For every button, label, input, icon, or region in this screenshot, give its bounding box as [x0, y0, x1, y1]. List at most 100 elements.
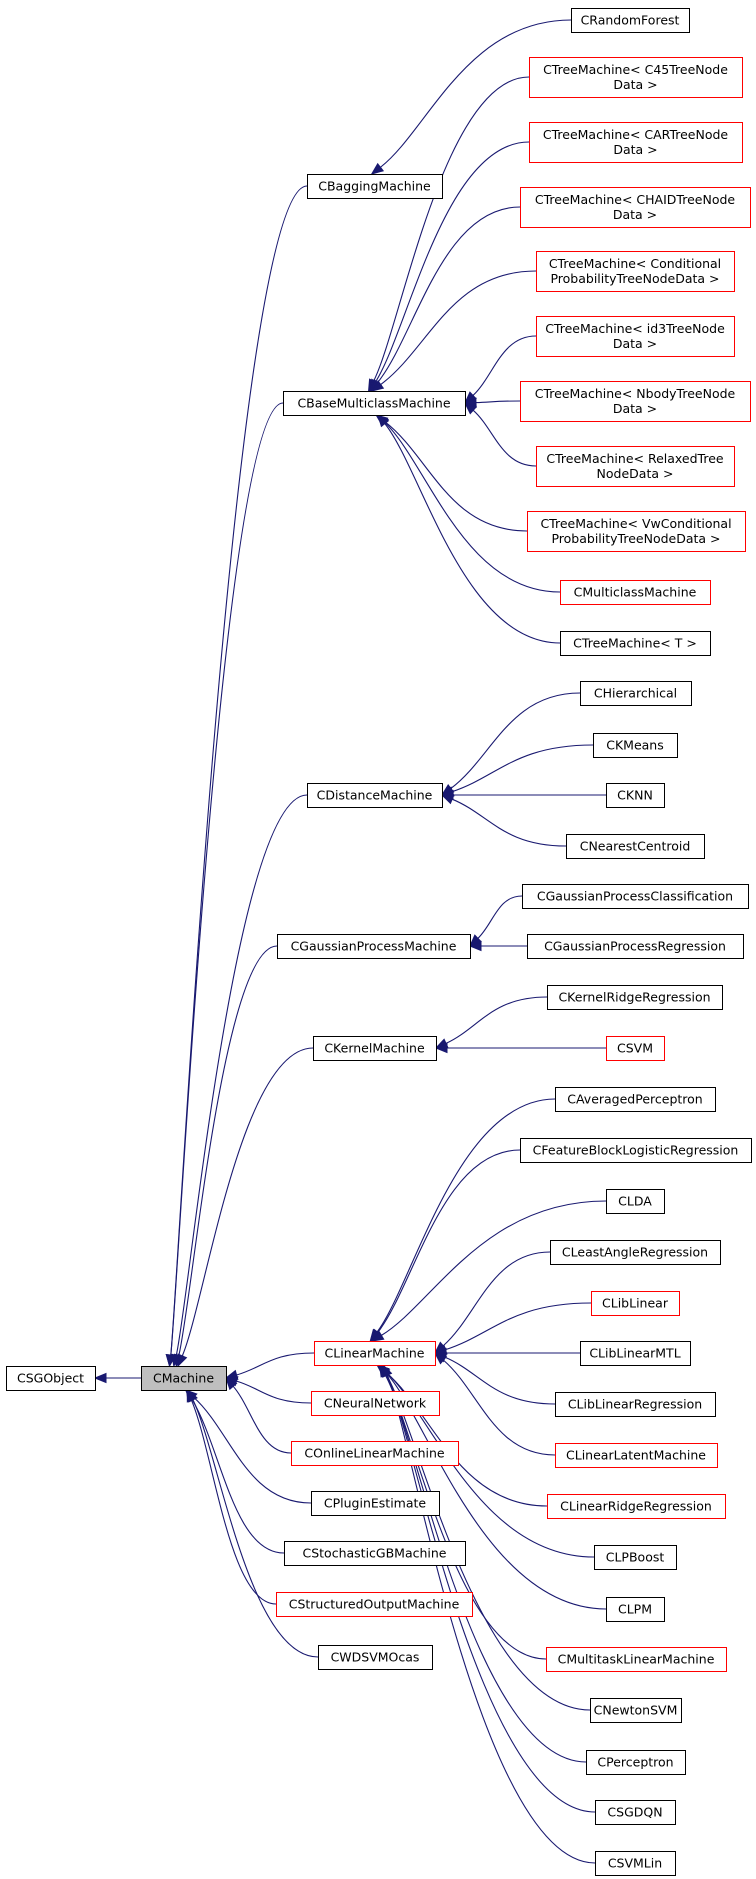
arrowhead [468, 940, 482, 952]
class-node-cpluginestimate[interactable]: CPluginEstimate [311, 1491, 440, 1516]
class-node-cmulticlassmachine[interactable]: CMulticlassMachine [560, 580, 711, 605]
class-node-csgobject[interactable]: CSGObject [6, 1366, 96, 1391]
inheritance-arrow [381, 1363, 596, 1813]
edge-line [442, 1251, 551, 1347]
class-node-tm_conditional[interactable]: CTreeMachine< ConditionalProbabilityTree… [536, 251, 735, 292]
class-node-label: CStructuredOutputMachine [289, 1597, 460, 1612]
edge-line [375, 141, 530, 383]
class-node-label: CKNN [617, 788, 653, 803]
class-node-label: CLinearRidgeRegression [560, 1499, 712, 1514]
class-node-cknn[interactable]: CKNN [606, 783, 665, 808]
class-node-csgdqn[interactable]: CSGDQN [595, 1800, 676, 1825]
class-node-box [555, 1443, 718, 1468]
class-node-csvm[interactable]: CSVM [606, 1036, 665, 1061]
inheritance-arrow [434, 1251, 551, 1354]
class-node-ctreemachine_t[interactable]: CTreeMachine< T > [560, 631, 711, 656]
class-node-ckernelmachine[interactable]: CKernelMachine [313, 1036, 437, 1061]
inheritance-arrow [173, 945, 278, 1368]
class-node-cmultitasklinearmachine[interactable]: CMultitaskLinearMachine [546, 1647, 727, 1672]
class-node-label: CKMeans [606, 738, 664, 753]
class-node-label: CPluginEstimate [324, 1496, 427, 1511]
class-node-cmachine[interactable]: CMachine [141, 1366, 227, 1391]
class-node-cliblinear[interactable]: CLibLinear [591, 1291, 680, 1316]
class-node-label: Data > [613, 336, 657, 351]
class-node-label: CMulticlassMachine [574, 585, 697, 600]
edge-line [380, 270, 537, 385]
class-node-label: CTreeMachine< VwConditional [540, 516, 731, 531]
class-node-cnewtonsvm[interactable]: CNewtonSVM [590, 1698, 682, 1723]
edge-line [472, 409, 537, 467]
class-node-box [307, 174, 443, 199]
class-node-cneuralnetwork[interactable]: CNeuralNetwork [311, 1391, 440, 1416]
class-node-cgpregression[interactable]: CGaussianProcessRegression [527, 934, 744, 959]
inheritance-arrow [370, 270, 537, 392]
class-node-conlinelinearmachine[interactable]: COnlineLinearMachine [291, 1441, 459, 1466]
class-node-box [529, 122, 743, 163]
class-node-box [546, 1647, 727, 1672]
class-node-cliblinearmtl[interactable]: CLibLinearMTL [580, 1341, 691, 1366]
class-node-cstochasticgbmachine[interactable]: CStochasticGBMachine [284, 1541, 466, 1566]
class-node-label: CLeastAngleRegression [562, 1245, 708, 1260]
class-node-cbaggingmachine[interactable]: CBaggingMachine [307, 174, 443, 199]
class-node-crandomforest[interactable]: CRandomForest [571, 8, 690, 33]
class-node-cwdsvmocas[interactable]: CWDSVMOcas [318, 1645, 433, 1670]
class-node-label: CTreeMachine< Conditional [549, 256, 721, 271]
class-node-tm_vwconditional[interactable]: CTreeMachine< VwConditionalProbabilityTr… [527, 511, 746, 552]
class-node-cstructuredoutputmachine[interactable]: CStructuredOutputMachine [276, 1592, 473, 1617]
class-node-box [141, 1366, 227, 1391]
class-node-box [560, 580, 711, 605]
class-node-clinearridgeregression[interactable]: CLinearRidgeRegression [547, 1494, 726, 1519]
class-node-clpboost[interactable]: CLPBoost [594, 1545, 677, 1570]
class-node-box [555, 1392, 716, 1417]
class-node-box [606, 1036, 665, 1061]
class-node-label: CGaussianProcessClassification [537, 889, 733, 904]
class-node-cbasemulticlassmachine[interactable]: CBaseMulticlassMachine [283, 391, 466, 416]
class-node-box [520, 381, 751, 422]
class-node-label: CLibLinearMTL [589, 1346, 680, 1361]
class-node-cdistancemachine[interactable]: CDistanceMachine [307, 783, 443, 808]
class-node-box [522, 884, 749, 909]
class-node-box [580, 681, 692, 706]
class-node-box [311, 1491, 440, 1516]
inheritance-arrow [440, 789, 606, 801]
class-node-clinearmachine[interactable]: CLinearMachine [314, 1341, 436, 1366]
class-node-box [313, 1036, 437, 1061]
class-node-cgpclassification[interactable]: CGaussianProcessClassification [522, 884, 749, 909]
class-node-cfeatureblocklr[interactable]: CFeatureBlockLogisticRegression [520, 1138, 752, 1163]
class-node-clinearlatentmachine[interactable]: CLinearLatentMachine [555, 1443, 718, 1468]
class-node-ckernelridgeregression[interactable]: CKernelRidgeRegression [547, 985, 723, 1010]
class-node-box [560, 631, 711, 656]
class-node-label: ProbabilityTreeNodeData > [550, 271, 719, 286]
class-node-cperceptron[interactable]: CPerceptron [586, 1750, 686, 1775]
inheritance-arrow [377, 413, 561, 644]
class-node-label: CBaggingMachine [318, 179, 431, 194]
class-node-cnearestcentroid[interactable]: CNearestCentroid [566, 834, 705, 859]
edge-line [178, 945, 278, 1356]
edge-line [472, 335, 537, 396]
class-node-csvmlin[interactable]: CSVMLin [595, 1851, 676, 1876]
class-node-cleastangleregression[interactable]: CLeastAngleRegression [550, 1240, 721, 1265]
class-node-box [595, 1800, 676, 1825]
class-node-cliblinearregression[interactable]: CLibLinearRegression [555, 1392, 716, 1417]
class-node-label: CLinearLatentMachine [566, 1448, 706, 1463]
class-node-cgaussianprocessmachine[interactable]: CGaussianProcessMachine [277, 934, 471, 959]
edge-line [236, 1352, 315, 1376]
class-node-chierarchical[interactable]: CHierarchical [580, 681, 692, 706]
class-node-box [594, 1545, 677, 1570]
edge-line [170, 402, 284, 1356]
class-node-label: CRandomForest [581, 13, 680, 28]
class-node-label: Data > [613, 142, 657, 157]
inheritance-arrow [171, 794, 308, 1368]
class-node-caveragedperceptron[interactable]: CAveragedPerceptron [555, 1087, 716, 1112]
class-node-ckmeans[interactable]: CKMeans [593, 733, 678, 758]
class-node-clda[interactable]: CLDA [606, 1189, 665, 1214]
edge-line [445, 996, 548, 1044]
class-node-box [606, 783, 665, 808]
class-node-clpm[interactable]: CLPM [606, 1597, 665, 1622]
